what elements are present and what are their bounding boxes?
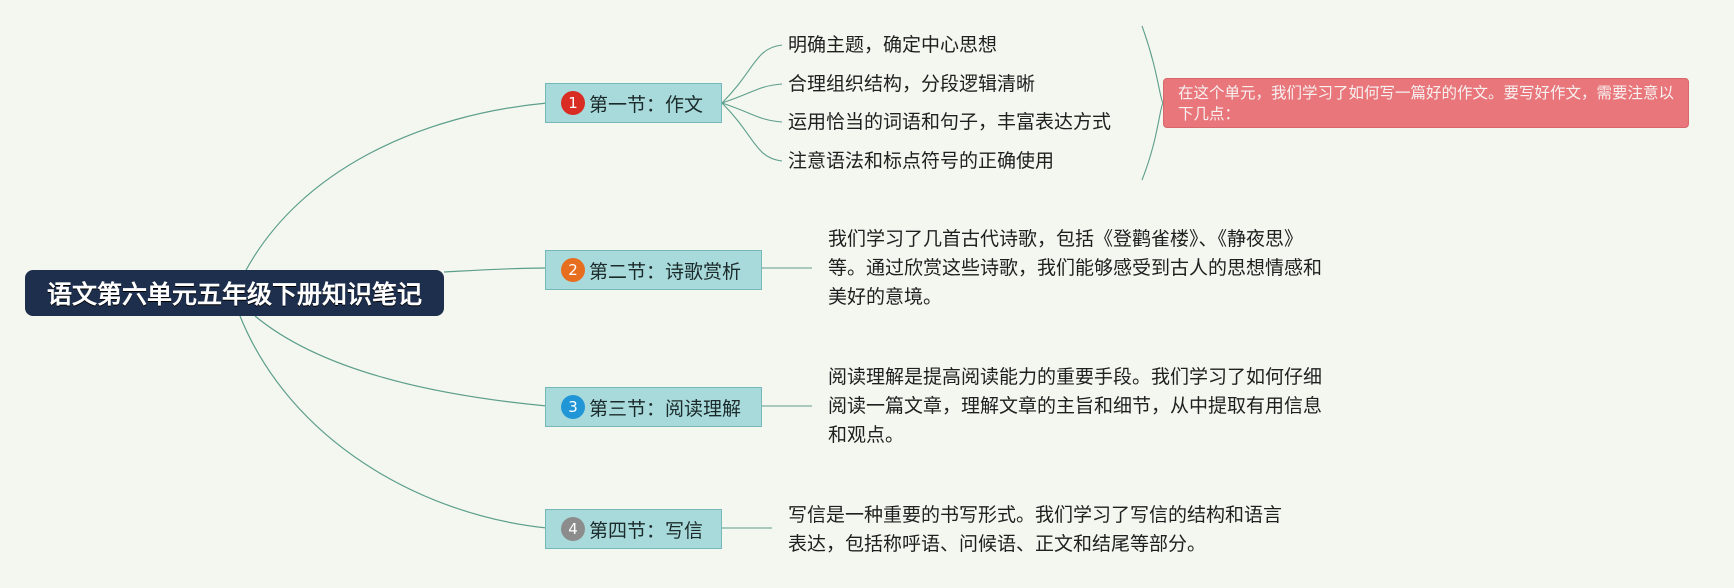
link-root-branch-2	[443, 267, 548, 273]
branch-section-3[interactable]: 3 第三节：阅读理解	[545, 387, 762, 427]
link-branch-1-item-4	[721, 102, 783, 162]
branch-section-2[interactable]: 2 第二节：诗歌赏析	[545, 250, 762, 290]
badge-number-4: 4	[561, 517, 585, 541]
root-topic-label: 语文第六单元五年级下册知识笔记	[46, 280, 422, 309]
branch-1-item-2[interactable]: 合理组织结构，分段逻辑清晰	[788, 73, 1036, 95]
branch-4-text[interactable]: 写信是一种重要的书写形式。我们学习了写信的结构和语言表达，包括称呼语、问候语、正…	[788, 504, 1283, 555]
link-root-branch-4	[239, 315, 548, 529]
badge-number-1: 1	[561, 91, 585, 115]
branch-section-1-label: 第一节：作文	[589, 93, 704, 116]
branch-2-text[interactable]: 我们学习了几首古代诗歌，包括《登鹳雀楼》、《静夜思》等。通过欣赏这些诗歌，我们能…	[828, 228, 1323, 308]
summary-note-text: 在这个单元，我们学习了如何写一篇好的作文。要写好作文，需要注意以下几点：	[1178, 84, 1675, 123]
branch-3-text[interactable]: 阅读理解是提高阅读能力的重要手段。我们学习了如何仔细阅读一篇文章，理解文章的主旨…	[828, 366, 1323, 446]
link-root-branch-3	[254, 315, 548, 407]
branch-section-3-label: 第三节：阅读理解	[589, 397, 742, 420]
link-branch-1-item-2	[721, 83, 783, 104]
summary-note[interactable]: 在这个单元，我们学习了如何写一篇好的作文。要写好作文，需要注意以下几点：	[1163, 78, 1689, 128]
link-branch-1-item-1	[721, 44, 783, 104]
branch-1-item-1[interactable]: 明确主题，确定中心思想	[788, 34, 998, 56]
branch-section-4-label: 第四节：写信	[589, 519, 704, 542]
badge-number-2: 2	[561, 258, 585, 282]
branch-1-item-3[interactable]: 运用恰当的词语和句子，丰富表达方式	[788, 111, 1112, 133]
link-branch-1-item-3	[721, 102, 783, 123]
link-root-branch-1	[244, 102, 548, 273]
branch-1-item-4[interactable]: 注意语法和标点符号的正确使用	[788, 150, 1055, 172]
root-topic[interactable]: 语文第六单元五年级下册知识笔记	[25, 270, 444, 316]
branch-section-2-label: 第二节：诗歌赏析	[589, 260, 742, 283]
branch-section-4[interactable]: 4 第四节：写信	[545, 509, 722, 549]
branch-section-1[interactable]: 1 第一节：作文	[545, 83, 722, 123]
summary-bracket	[1141, 25, 1164, 181]
badge-number-3: 3	[561, 395, 585, 419]
